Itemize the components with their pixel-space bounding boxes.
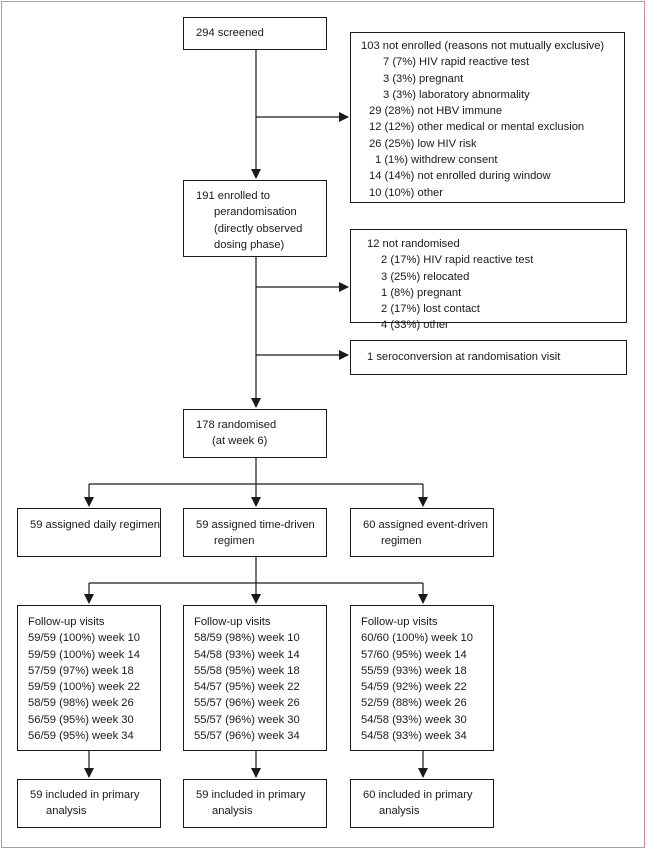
enrolled-line: dosing phase)	[214, 238, 285, 251]
enrolled-line: 191 enrolled to	[196, 190, 271, 202]
not-enrolled-item: 3 (3%) laboratory abnormality	[383, 88, 530, 101]
analysis-text: analysis	[212, 805, 253, 818]
followup-row: 57/60 (95%) week 14	[361, 648, 467, 661]
randomised-box: 178 randomised (at week 6)	[183, 409, 327, 458]
followup-title: Follow-up visits	[194, 616, 271, 628]
followup-row: 54/58 (93%) week 34	[361, 730, 467, 743]
not-enrolled-item: 12 (12%) other medical or mental exclusi…	[369, 121, 585, 134]
followup-row: 52/59 (88%) week 26	[361, 697, 467, 710]
followup-row: 60/60 (100%) week 10	[361, 632, 473, 645]
followup-row: 54/58 (93%) week 14	[194, 648, 300, 661]
followup-row: 59/59 (100%) week 14	[28, 648, 140, 661]
screened-text: 294 screened	[196, 27, 264, 39]
analysis-text: analysis	[379, 805, 420, 818]
not-randomised-title: 12 not randomised	[367, 238, 460, 250]
seroconversion-text: 1 seroconversion at randomisation visit	[367, 351, 561, 363]
not-enrolled-item: 10 (10%) other	[369, 186, 444, 199]
not-enrolled-item: 14 (14%) not enrolled during window	[369, 170, 551, 183]
not-enrolled-item: 7 (7%) HIV rapid reactive test	[383, 56, 530, 69]
arm-2-assigned-box: 59 assigned time-driven regimen	[183, 508, 327, 557]
arm-2-assigned-text: 59 assigned time-driven	[196, 519, 315, 531]
arm-3-assigned-text: 60 assigned event-driven	[363, 519, 489, 531]
arm-3-assigned-box: 60 assigned event-driven regimen	[350, 508, 494, 557]
followup-title: Follow-up visits	[28, 616, 105, 628]
not-randomised-box: 12 not randomised 2 (17%) HIV rapid reac…	[350, 229, 627, 331]
arm-1-assigned-box: 59 assigned daily regimen	[17, 508, 161, 557]
not-randomised-item: 2 (17%) HIV rapid reactive test	[381, 254, 534, 267]
arm-3-followup-box: Follow-up visits 60/60 (100%) week 10 57…	[350, 605, 494, 751]
not-randomised-item: 3 (25%) relocated	[381, 270, 470, 283]
enrolled-line: perandomisation	[214, 206, 297, 219]
followup-row: 55/59 (93%) week 18	[361, 664, 467, 677]
arm-1-analysis-box: 59 included in primary analysis	[17, 779, 161, 828]
randomised-line: 178 randomised	[196, 419, 277, 431]
enrolled-box: 191 enrolled to perandomisation (directl…	[183, 180, 327, 257]
followup-row: 57/59 (97%) week 18	[28, 664, 134, 677]
followup-row: 58/59 (98%) week 26	[28, 697, 134, 710]
followup-row: 58/59 (98%) week 10	[194, 632, 300, 645]
followup-row: 55/58 (95%) week 18	[194, 664, 300, 677]
arm-2-assigned-text: regimen	[214, 535, 255, 548]
analysis-text: 59 included in primary	[196, 789, 306, 801]
arm-1-followup-box: Follow-up visits 59/59 (100%) week 10 59…	[17, 605, 161, 751]
not-enrolled-title: 103 not enrolled (reasons not mutually e…	[361, 40, 605, 52]
analysis-text: analysis	[46, 805, 87, 818]
followup-row: 54/58 (93%) week 30	[361, 713, 467, 726]
not-enrolled-box: 103 not enrolled (reasons not mutually e…	[350, 32, 625, 203]
arm-3-analysis-box: 60 included in primary analysis	[350, 779, 494, 828]
followup-row: 55/57 (96%) week 30	[194, 713, 300, 726]
not-enrolled-item: 29 (28%) not HBV immune	[369, 105, 503, 118]
not-randomised-item: 2 (17%) lost contact	[381, 303, 480, 316]
arm-3-assigned-text: regimen	[381, 535, 422, 548]
not-randomised-item: 1 (8%) pregnant	[381, 286, 462, 299]
followup-row: 56/59 (95%) week 30	[28, 713, 134, 726]
followup-row: 55/57 (96%) week 34	[194, 730, 300, 743]
arm-1-assigned-text: 59 assigned daily regimen	[30, 519, 160, 531]
followup-row: 59/59 (100%) week 22	[28, 681, 140, 694]
seroconversion-box: 1 seroconversion at randomisation visit	[350, 340, 627, 375]
followup-row: 54/59 (92%) week 22	[361, 681, 467, 694]
not-enrolled-item: 3 (3%) pregnant	[383, 72, 464, 85]
analysis-text: 59 included in primary	[30, 789, 140, 801]
arm-2-followup-box: Follow-up visits 58/59 (98%) week 10 54/…	[183, 605, 327, 751]
arm-2-analysis-box: 59 included in primary analysis	[183, 779, 327, 828]
followup-title: Follow-up visits	[361, 616, 438, 628]
randomised-line: (at week 6)	[212, 435, 268, 448]
followup-row: 55/57 (96%) week 26	[194, 697, 300, 710]
followup-row: 56/59 (95%) week 34	[28, 730, 134, 743]
not-enrolled-item: 26 (25%) low HIV risk	[369, 137, 477, 150]
not-enrolled-item: 1 (1%) withdrew consent	[375, 154, 498, 167]
followup-row: 54/57 (95%) week 22	[194, 681, 300, 694]
followup-row: 59/59 (100%) week 10	[28, 632, 140, 645]
screened-box: 294 screened	[183, 17, 327, 50]
enrolled-line: (directly observed	[214, 222, 303, 235]
not-randomised-item: 4 (33%) other	[381, 319, 449, 332]
analysis-text: 60 included in primary	[363, 789, 473, 801]
